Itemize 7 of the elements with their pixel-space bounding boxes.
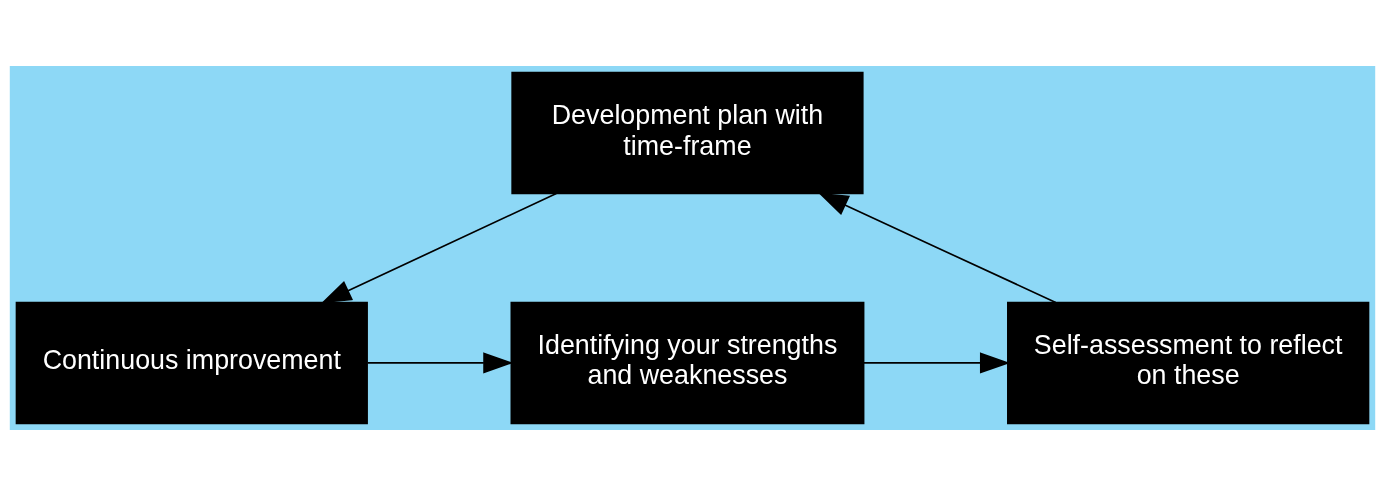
node-box: Development plan with time-frame [511,71,864,194]
node-box: Continuous improvement [15,301,368,424]
node-box: Self-assessment to reflect on these [1007,301,1370,424]
arrow [818,192,1057,303]
arrow [321,192,558,303]
arrow [366,351,514,373]
node-box: Identifying your strengths and weaknesses [510,301,865,424]
